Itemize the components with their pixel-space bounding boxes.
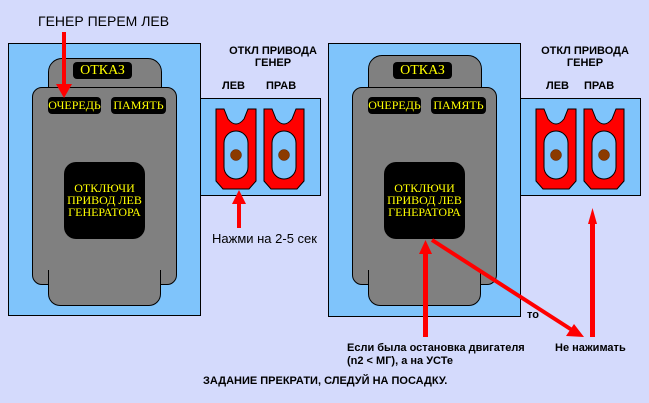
left-queue-button[interactable]: ОЧЕРЕДЬ <box>48 97 101 114</box>
arrow-display-to-do-not-press <box>430 238 584 337</box>
right-switch-label-prav: ПРАВ <box>584 80 615 92</box>
left-memory-button[interactable]: ПАМЯТЬ <box>111 97 166 114</box>
left-panel-prav-switch[interactable] <box>263 108 305 190</box>
then-word-label: то <box>527 309 539 321</box>
condition-line-1: Если была остановка двигателя <box>347 342 525 354</box>
right-message-display: ОТКЛЮЧИ ПРИВОД ЛЕВ ГЕНЕРАТОРА <box>384 162 465 239</box>
left-message-display: ОТКЛЮЧИ ПРИВОД ЛЕВ ГЕНЕРАТОРА <box>64 162 145 239</box>
final-instruction: ЗАДАНИЕ ПРЕКРАТИ, СЛЕДУЙ НА ПОСАДКУ. <box>203 375 448 387</box>
arrow-to-right-lev-switch <box>588 208 597 337</box>
left-switch-label-lev: ЛЕВ <box>222 80 245 92</box>
right-message-line-1: ОТКЛЮЧИ <box>394 181 455 195</box>
left-switch-label-prav: ПРАВ <box>266 80 297 92</box>
left-unit-bottom-housing <box>48 270 161 306</box>
left-message-line-3: ГЕНЕРАТОРА <box>68 205 141 219</box>
right-panel-lev-switch[interactable] <box>535 108 577 190</box>
do-not-press-label: Не нажимать <box>555 342 626 354</box>
left-switch-heading-2: ГЕНЕР <box>254 57 292 69</box>
arrow-to-lev-switch <box>232 190 246 228</box>
right-fail-lamp: ОТКАЗ <box>393 62 452 79</box>
right-panel-prav-switch[interactable] <box>583 108 625 190</box>
right-message-line-2: ПРИВОД ЛЕВ <box>387 193 462 207</box>
right-message-line-3: ГЕНЕРАТОРА <box>388 205 461 219</box>
left-message-line-2: ПРИВОД ЛЕВ <box>67 193 142 207</box>
left-fail-lamp: ОТКАЗ <box>73 62 132 79</box>
arrow-to-message-display <box>419 240 432 337</box>
right-switch-heading-2: ГЕНЕР <box>566 57 604 69</box>
right-memory-button[interactable]: ПАМЯТЬ <box>431 97 486 114</box>
left-panel-lev-switch[interactable] <box>215 108 257 190</box>
diagram-title: ГЕНЕР ПЕРЕМ ЛЕВ <box>38 13 170 29</box>
arrow-to-queue-button <box>56 32 72 98</box>
press-hint-label: Нажми на 2-5 сек <box>212 231 317 246</box>
right-switch-label-lev: ЛЕВ <box>546 80 569 92</box>
right-queue-button[interactable]: ОЧЕРЕДЬ <box>368 97 421 114</box>
condition-line-2: (n2 < МГ), а на УСТе <box>347 355 454 367</box>
left-switch-heading-1: ОТКЛ ПРИВОДА <box>229 45 317 57</box>
left-message-line-1: ОТКЛЮЧИ <box>74 181 135 195</box>
right-switch-heading-1: ОТКЛ ПРИВОДА <box>541 45 629 57</box>
